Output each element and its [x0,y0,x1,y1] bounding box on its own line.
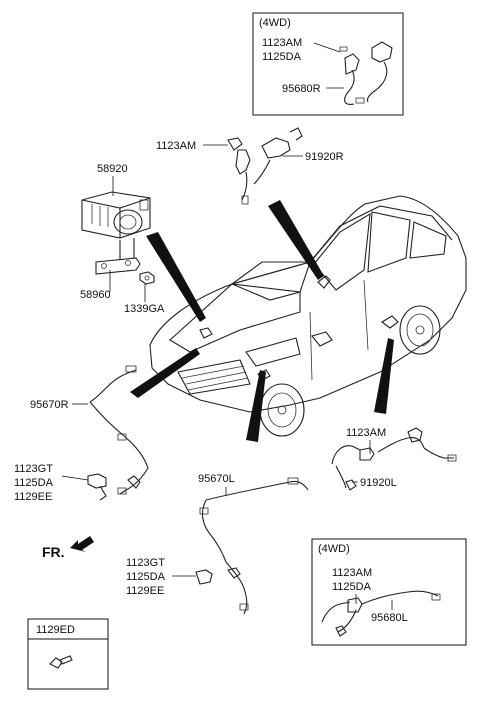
pointer-wedges [130,200,394,442]
label-hecu[interactable]: 58920 [97,163,128,175]
label-front-sensor-right[interactable]: 91920R [305,151,344,163]
box-4wd-bottom-label-clip[interactable]: 1125DA [332,581,372,593]
front-left-harness-group: 95670L [198,473,309,615]
front-right-sensor-group: 1123AM 91920R [156,127,344,205]
front-direction-indicator: FR. [42,536,94,560]
rear-left-sensor-drawing [331,427,457,491]
box-4wd-bottom-label-sensor[interactable]: 95680L [371,612,408,624]
rear-right-sensor-4wd-drawing [339,41,393,105]
box-4wd-top-label-sensor[interactable]: 95680R [282,83,321,95]
rear-left-sensor-4wd-drawing [321,590,441,637]
label-clip-left-1[interactable]: 1123GT [126,557,165,569]
hecu-group: 58920 58960 1339GA [80,163,165,315]
front-right-harness-group: 95670R [30,365,149,495]
rear-left-sensor-group: 1123AM 91920L [331,427,457,491]
label-rear-sensor-left[interactable]: 91920L [360,477,397,489]
label-harness-front-right[interactable]: 95670R [30,399,69,411]
label-clip-left-3[interactable]: 1129EE [126,585,164,597]
nut-drawing [139,271,155,285]
label-clip-right-3[interactable]: 1129EE [14,491,52,503]
clip-left-labels: 1123GT 1125DA 1129EE [126,557,213,597]
label-harness-front-left[interactable]: 95670L [198,473,235,485]
front-direction-arrow-icon [70,536,94,552]
hecu-module-drawing [81,191,151,239]
label-clip-left-2[interactable]: 1125DA [126,571,166,583]
box-4wd-top-frame [252,12,404,116]
screw-1129ed-drawing [49,655,73,669]
box-4wd-top-title: (4WD) [259,17,291,29]
box-1129ed-body-frame [27,638,109,690]
clip-right-labels: 1123GT 1125DA 1129EE [14,463,107,503]
box-4wd-top-label-bolt[interactable]: 1123AM [262,37,302,49]
harness-95670l-cable [205,480,309,501]
box-1129ed-title[interactable]: 1129ED [36,624,75,636]
box-4wd-bottom-frame [311,538,467,646]
label-nut[interactable]: 1339GA [124,303,165,315]
box-4wd-top: (4WD) 1123AM 1125DA 95680R [252,12,404,116]
hecu-bracket-drawing [95,238,141,275]
label-rear-sensor-bolt[interactable]: 1123AM [346,427,386,439]
harness-95670r-cable [89,369,137,403]
box-4wd-bottom: (4WD) 1123AM 1125DA 95680L [311,538,467,646]
box-4wd-top-label-clip[interactable]: 1125DA [262,51,302,63]
label-front-sensor-bolt[interactable]: 1123AM [156,140,196,152]
front-direction-label: FR. [42,544,65,560]
box-1129ed: 1129ED [27,618,109,690]
label-clip-right-2[interactable]: 1125DA [14,477,54,489]
vehicle-drawing [149,195,467,437]
box-4wd-bottom-title: (4WD) [318,543,350,555]
label-bracket[interactable]: 58960 [80,289,111,301]
label-clip-right-1[interactable]: 1123GT [14,463,53,475]
box-4wd-bottom-label-bolt[interactable]: 1123AM [332,567,372,579]
front-right-sensor-drawing [227,127,303,205]
